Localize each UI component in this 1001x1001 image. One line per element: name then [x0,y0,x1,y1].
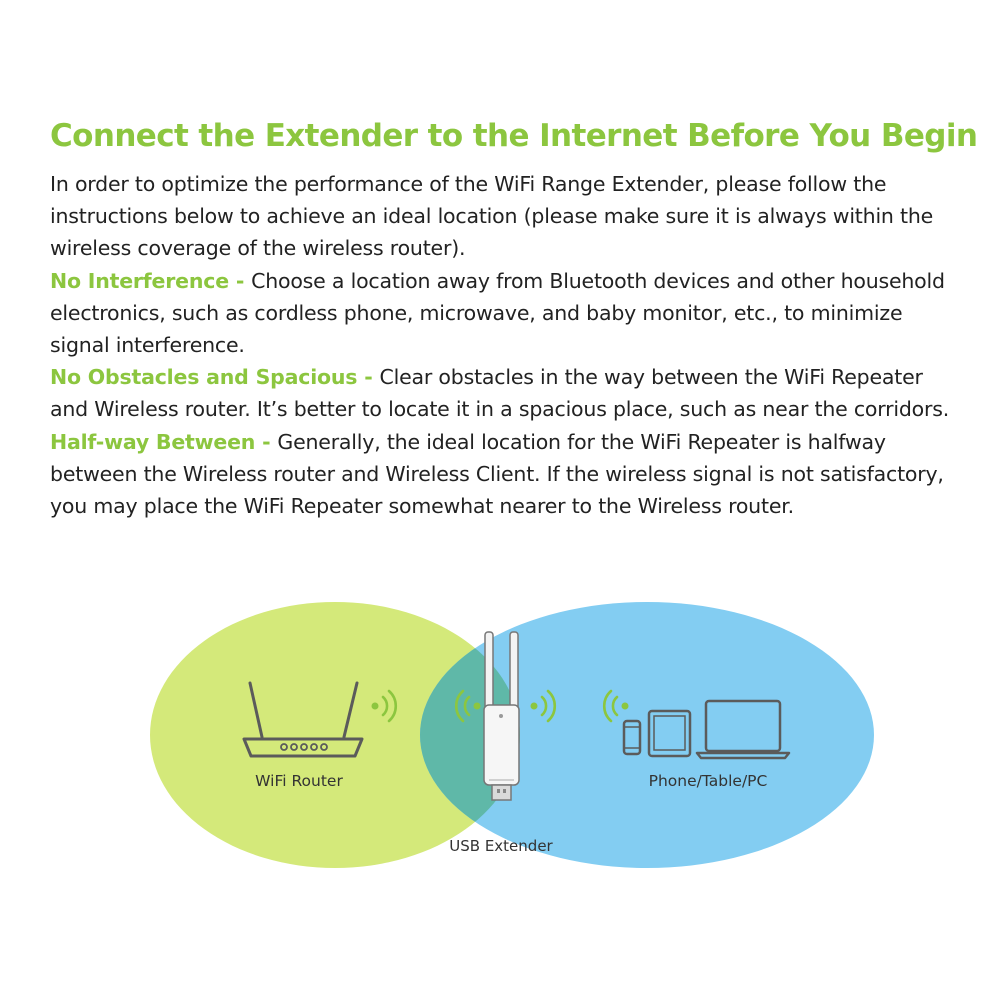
router-coverage-zone [150,602,520,868]
tip-half-way: Half-way Between - Generally, the ideal … [50,426,960,523]
tip-no-interference: No Interference - Choose a location away… [50,265,960,362]
intro-paragraph: In order to optimize the performance of … [50,172,934,261]
page-title: Connect the Extender to the Internet Bef… [50,118,978,154]
wifi-signal-icon [530,689,557,723]
router-label: WiFi Router [255,772,343,790]
client-coverage-zone [420,602,874,868]
tablet-icon [647,709,692,758]
tip-heading: No Interference - [50,268,252,293]
clients-label: Phone/Table/PC [649,772,768,790]
laptop-icon [695,699,791,760]
router-icon [242,681,364,758]
tip-text: Choose a location away from Bluetooth de… [50,268,945,358]
extender-label: USB Extender [449,837,553,855]
tip-text: Clear obstacles in the way between the W… [50,365,950,422]
instructions: In order to optimize the performance of … [50,168,960,522]
wifi-signal-icon [454,689,481,723]
wifi-signal-icon [602,689,629,723]
wifi-signal-icon [371,689,398,723]
tip-heading: No Obstacles and Spacious - [50,365,380,390]
tip-heading: Half-way Between - [50,429,278,454]
tip-no-obstacles: No Obstacles and Spacious - Clear obstac… [50,361,960,425]
phone-icon [622,719,642,756]
tip-text: Generally, the ideal location for the Wi… [50,429,944,519]
usb-extender-icon [483,631,520,801]
